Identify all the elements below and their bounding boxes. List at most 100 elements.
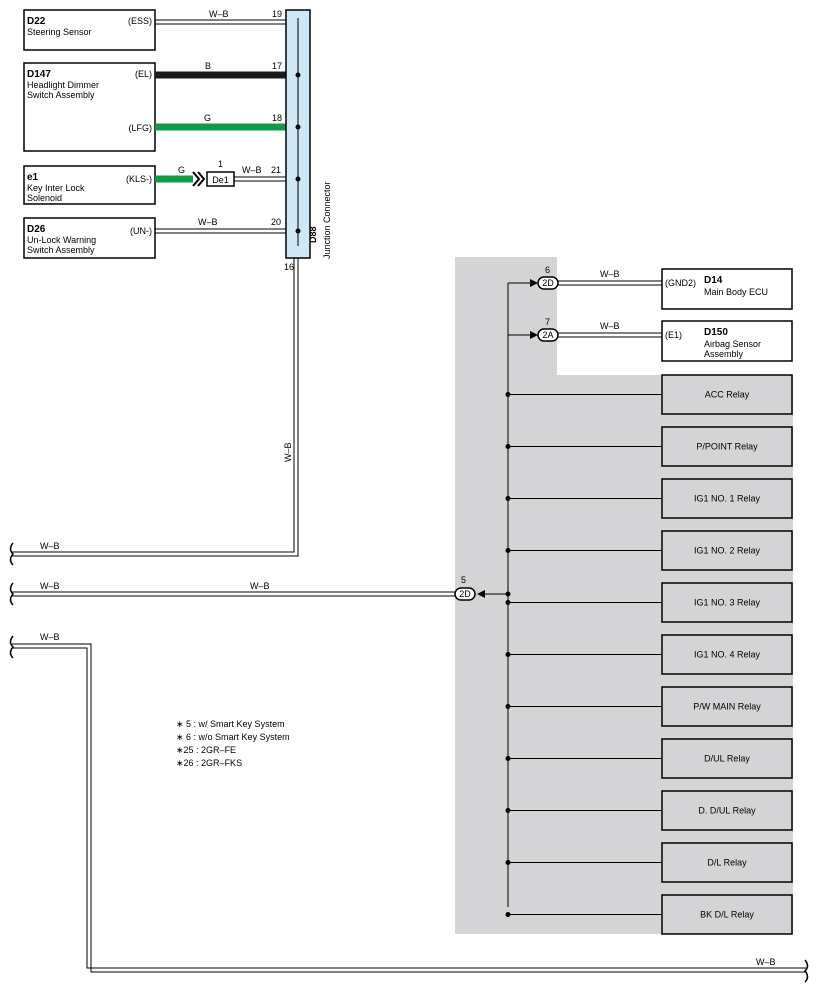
relay-row: D/UL Relay (505, 738, 793, 779)
wire-label: W–B (283, 442, 293, 462)
wire-vertical-16 (12, 258, 299, 557)
junction-dot (505, 652, 511, 657)
wire-label: W–B (756, 957, 776, 967)
terminal-label: (EL) (135, 69, 152, 79)
arrow-2a (530, 331, 538, 339)
component-id: e1 (27, 172, 39, 183)
relay-label: IG1 NO. 1 Relay (694, 494, 761, 504)
relay-box (661, 738, 793, 779)
wire-un (155, 228, 298, 234)
component-name: Switch Assembly (27, 90, 95, 100)
relay-label: IG1 NO. 3 Relay (694, 598, 761, 608)
wire-label: W–B (209, 9, 229, 19)
wire-label: W–B (40, 541, 60, 551)
connector-label: De1 (212, 175, 229, 185)
wire-d14 (558, 280, 662, 286)
pin-number: 1 (218, 159, 223, 169)
terminal-label: (KLS-) (126, 174, 152, 184)
relay-row: D/L Relay (505, 842, 793, 883)
terminal-label: (LFG) (129, 123, 153, 133)
junction-dot (505, 704, 511, 709)
pin-number: 21 (271, 165, 281, 175)
relay-box (661, 686, 793, 727)
wire-ess (155, 19, 298, 25)
pin-number: 18 (272, 113, 282, 123)
relay-row: IG1 NO. 4 Relay (505, 634, 793, 675)
note-line: ∗ 6 : w/o Smart Key System (176, 732, 290, 742)
note-line: ∗26 : 2GR–FKS (176, 758, 242, 768)
component-d14: (GND2) D14 Main Body ECU (661, 268, 793, 310)
wire-label: W–B (198, 217, 218, 227)
relay-label: BK D/L Relay (700, 910, 754, 920)
component-name: Key Inter Lock (27, 183, 85, 193)
connector-2d-mid (454, 587, 476, 601)
relay-label: IG1 NO. 4 Relay (694, 650, 761, 660)
junction-dot (505, 444, 511, 449)
junction-dot (505, 600, 511, 605)
terminal-label: (GND2) (665, 278, 696, 288)
wire-label: G (178, 165, 185, 175)
relay-box (661, 894, 793, 935)
relay-row: IG1 NO. 3 Relay (505, 582, 793, 623)
wire-break-mark (9, 635, 15, 659)
relay-box (661, 374, 793, 415)
pin-number: 20 (271, 217, 281, 227)
relay-row: P/W MAIN Relay (505, 686, 793, 727)
relay-row: D. D/UL Relay (505, 790, 793, 831)
connector-de1 (206, 171, 235, 187)
wire-break-mark (803, 959, 809, 983)
junction-name: Junction Connector (322, 181, 332, 259)
junction-id: D88 (308, 226, 318, 243)
wire-break-mark (9, 582, 15, 606)
relay-label: IG1 NO. 2 Relay (694, 546, 761, 556)
relay-box (661, 426, 793, 467)
component-name: Assembly (704, 349, 744, 359)
pin-number: 16 (284, 262, 294, 272)
wire-label: G (204, 113, 211, 123)
wire-d150 (558, 332, 662, 338)
relay-box (661, 842, 793, 883)
arrow-2d-mid (477, 590, 485, 598)
junction-dot (505, 392, 511, 397)
component-name: Steering Sensor (27, 27, 92, 37)
wire-label: B (205, 61, 211, 71)
arrow-2d-top (530, 279, 538, 287)
component-id: D14 (704, 275, 723, 286)
relay-row: IG1 NO. 2 Relay (505, 530, 793, 571)
relay-box (661, 634, 793, 675)
relay-box (661, 530, 793, 571)
component-id: D147 (27, 69, 51, 80)
component-d26: D26 Un-Lock Warning Switch Assembly (UN-… (23, 217, 156, 259)
note-line: ∗ 5 : w/ Smart Key System (176, 719, 285, 729)
relay-label: D/L Relay (707, 858, 747, 868)
component-name: Solenoid (27, 193, 62, 203)
component-id: D26 (27, 224, 46, 235)
pin-number: 5 (461, 575, 466, 585)
relay-row: BK D/L Relay (505, 894, 793, 935)
component-name: Headlight Dimmer (27, 80, 99, 90)
component-e1: e1 Key Inter Lock Solenoid (KLS-) (23, 165, 156, 205)
junction-dot (505, 756, 511, 761)
junction-dot (505, 860, 511, 865)
component-d150: (E1) D150 Airbag Sensor Assembly (661, 320, 793, 362)
note-line: ∗25 : 2GR–FE (176, 745, 236, 755)
component-d22: D22 Steering Sensor (ESS) (23, 9, 156, 51)
relay-row: P/POINT Relay (505, 426, 793, 467)
junction-dot (505, 496, 511, 501)
relay-box (661, 790, 793, 831)
relay-label: D/UL Relay (704, 754, 750, 764)
wire-break-mark (9, 542, 15, 566)
terminal-label: (UN-) (130, 226, 152, 236)
junction-dot (505, 808, 511, 813)
relay-row: IG1 NO. 1 Relay (505, 478, 793, 519)
connector-label: 2A (542, 330, 553, 340)
terminal-label: (ESS) (128, 16, 152, 26)
wire-label: W–B (242, 165, 262, 175)
relay-label: ACC Relay (705, 390, 750, 400)
relay-label: D. D/UL Relay (698, 806, 756, 816)
pin-number: 19 (272, 9, 282, 19)
connector-2a (537, 328, 559, 342)
wire-label: W–B (250, 581, 270, 591)
